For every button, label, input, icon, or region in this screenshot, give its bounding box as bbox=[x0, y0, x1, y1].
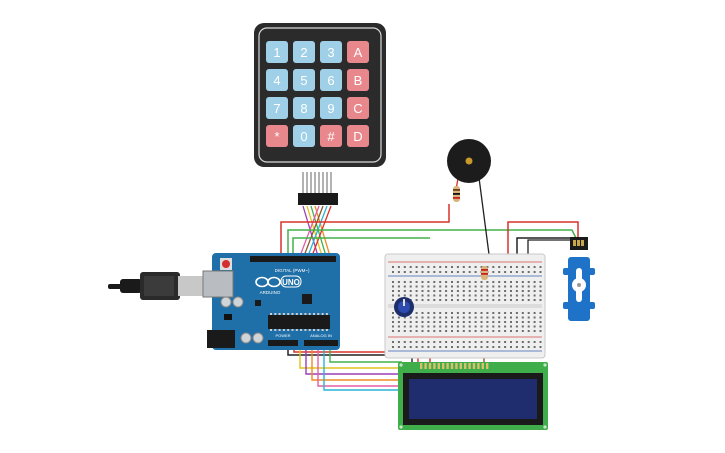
usb-cable[interactable] bbox=[108, 272, 204, 300]
arduino-model-label: UNO bbox=[282, 278, 300, 287]
wire-lcd-cyan bbox=[323, 348, 402, 391]
wire-green-2 bbox=[292, 237, 430, 256]
keypad-keys: 1 2 3 A 4 5 6 B 7 8 9 C * 0 # D bbox=[266, 41, 369, 147]
keypad-key-1[interactable]: 1 bbox=[266, 41, 288, 63]
keypad-key-B[interactable]: B bbox=[347, 69, 369, 91]
digital-header-label: DIGITAL (PWM~) bbox=[275, 268, 310, 273]
keypad-key-label: 7 bbox=[273, 101, 280, 116]
reset-button[interactable] bbox=[222, 260, 230, 268]
servo-motor[interactable] bbox=[563, 237, 595, 321]
keypad-key-label: 5 bbox=[300, 73, 307, 88]
wire-red-buzzer bbox=[280, 204, 450, 256]
breadboard[interactable] bbox=[384, 253, 546, 359]
lcd-screen bbox=[409, 379, 537, 419]
keypad-connector bbox=[298, 193, 338, 205]
wire-red-servo bbox=[507, 221, 579, 262]
keypad-key-3[interactable]: 3 bbox=[320, 41, 342, 63]
breadboard-holes bbox=[392, 266, 542, 348]
wire-lcd-pink bbox=[317, 348, 402, 387]
keypad-key-label: 6 bbox=[327, 73, 334, 88]
keypad-key-label: 0 bbox=[300, 129, 307, 144]
keypad-bezel bbox=[258, 27, 382, 163]
lcd-resistor[interactable] bbox=[481, 266, 488, 280]
lcd-header-pins bbox=[420, 363, 489, 369]
usb-jack bbox=[202, 270, 234, 298]
keypad-key-#[interactable]: # bbox=[320, 125, 342, 147]
keypad-key-label: D bbox=[353, 129, 362, 144]
arduino-uno[interactable]: DIGITAL (PWM~) UNO ARDUINO POWER ANALOG … bbox=[202, 253, 340, 350]
wire-green-servo bbox=[287, 229, 579, 256]
atmega-chip bbox=[268, 315, 330, 329]
keypad-key-label: B bbox=[354, 73, 363, 88]
power-header bbox=[268, 340, 298, 346]
keypad-key-label: 4 bbox=[273, 73, 280, 88]
analog-header-label: ANALOG IN bbox=[310, 333, 332, 338]
keypad-key-label: A bbox=[354, 45, 363, 60]
keypad-key-label: 2 bbox=[300, 45, 307, 60]
keypad-key-label: 1 bbox=[273, 45, 280, 60]
lcd-display[interactable] bbox=[398, 362, 548, 430]
keypad-key-9[interactable]: 9 bbox=[320, 97, 342, 119]
wire-lcd-orange bbox=[311, 348, 402, 381]
usb-connector-metal bbox=[178, 276, 204, 296]
wire-lcd-purple bbox=[305, 348, 402, 375]
buzzer-lead-black bbox=[477, 169, 491, 263]
power-jack bbox=[207, 330, 235, 348]
arduino-brand-label: ARDUINO bbox=[260, 290, 281, 295]
keypad-key-label: 8 bbox=[300, 101, 307, 116]
potentiometer[interactable] bbox=[394, 297, 414, 317]
buzzer-center bbox=[465, 157, 473, 165]
buzzer-resistor[interactable] bbox=[453, 186, 460, 202]
keypad-key-label: 3 bbox=[327, 45, 334, 60]
power-header-label: POWER bbox=[275, 333, 290, 338]
keypad-key-8[interactable]: 8 bbox=[293, 97, 315, 119]
keypad-key-0[interactable]: 0 bbox=[293, 125, 315, 147]
keypad-ribbon-wires bbox=[299, 172, 332, 257]
keypad-key-2[interactable]: 2 bbox=[293, 41, 315, 63]
wire-lcd-yellow bbox=[299, 348, 402, 369]
keypad-key-label: 9 bbox=[327, 101, 334, 116]
keypad-key-C[interactable]: C bbox=[347, 97, 369, 119]
keypad-key-D[interactable]: D bbox=[347, 125, 369, 147]
keypad-key-5[interactable]: 5 bbox=[293, 69, 315, 91]
piezo-buzzer[interactable] bbox=[447, 139, 491, 183]
wire-lcd-green bbox=[329, 348, 402, 363]
keypad[interactable]: 1 2 3 A 4 5 6 B 7 8 9 C * 0 # D bbox=[254, 23, 386, 205]
keypad-key-4[interactable]: 4 bbox=[266, 69, 288, 91]
arduino-logo bbox=[255, 276, 281, 288]
keypad-key-7[interactable]: 7 bbox=[266, 97, 288, 119]
digital-header bbox=[250, 256, 336, 262]
keypad-key-*[interactable]: * bbox=[266, 125, 288, 147]
keypad-key-6[interactable]: 6 bbox=[320, 69, 342, 91]
keypad-key-A[interactable]: A bbox=[347, 41, 369, 63]
keypad-key-label: # bbox=[327, 129, 335, 144]
keypad-key-label: * bbox=[274, 129, 279, 144]
breadboard-center-channel bbox=[388, 304, 542, 308]
keypad-key-label: C bbox=[353, 101, 362, 116]
analog-header bbox=[304, 340, 338, 346]
